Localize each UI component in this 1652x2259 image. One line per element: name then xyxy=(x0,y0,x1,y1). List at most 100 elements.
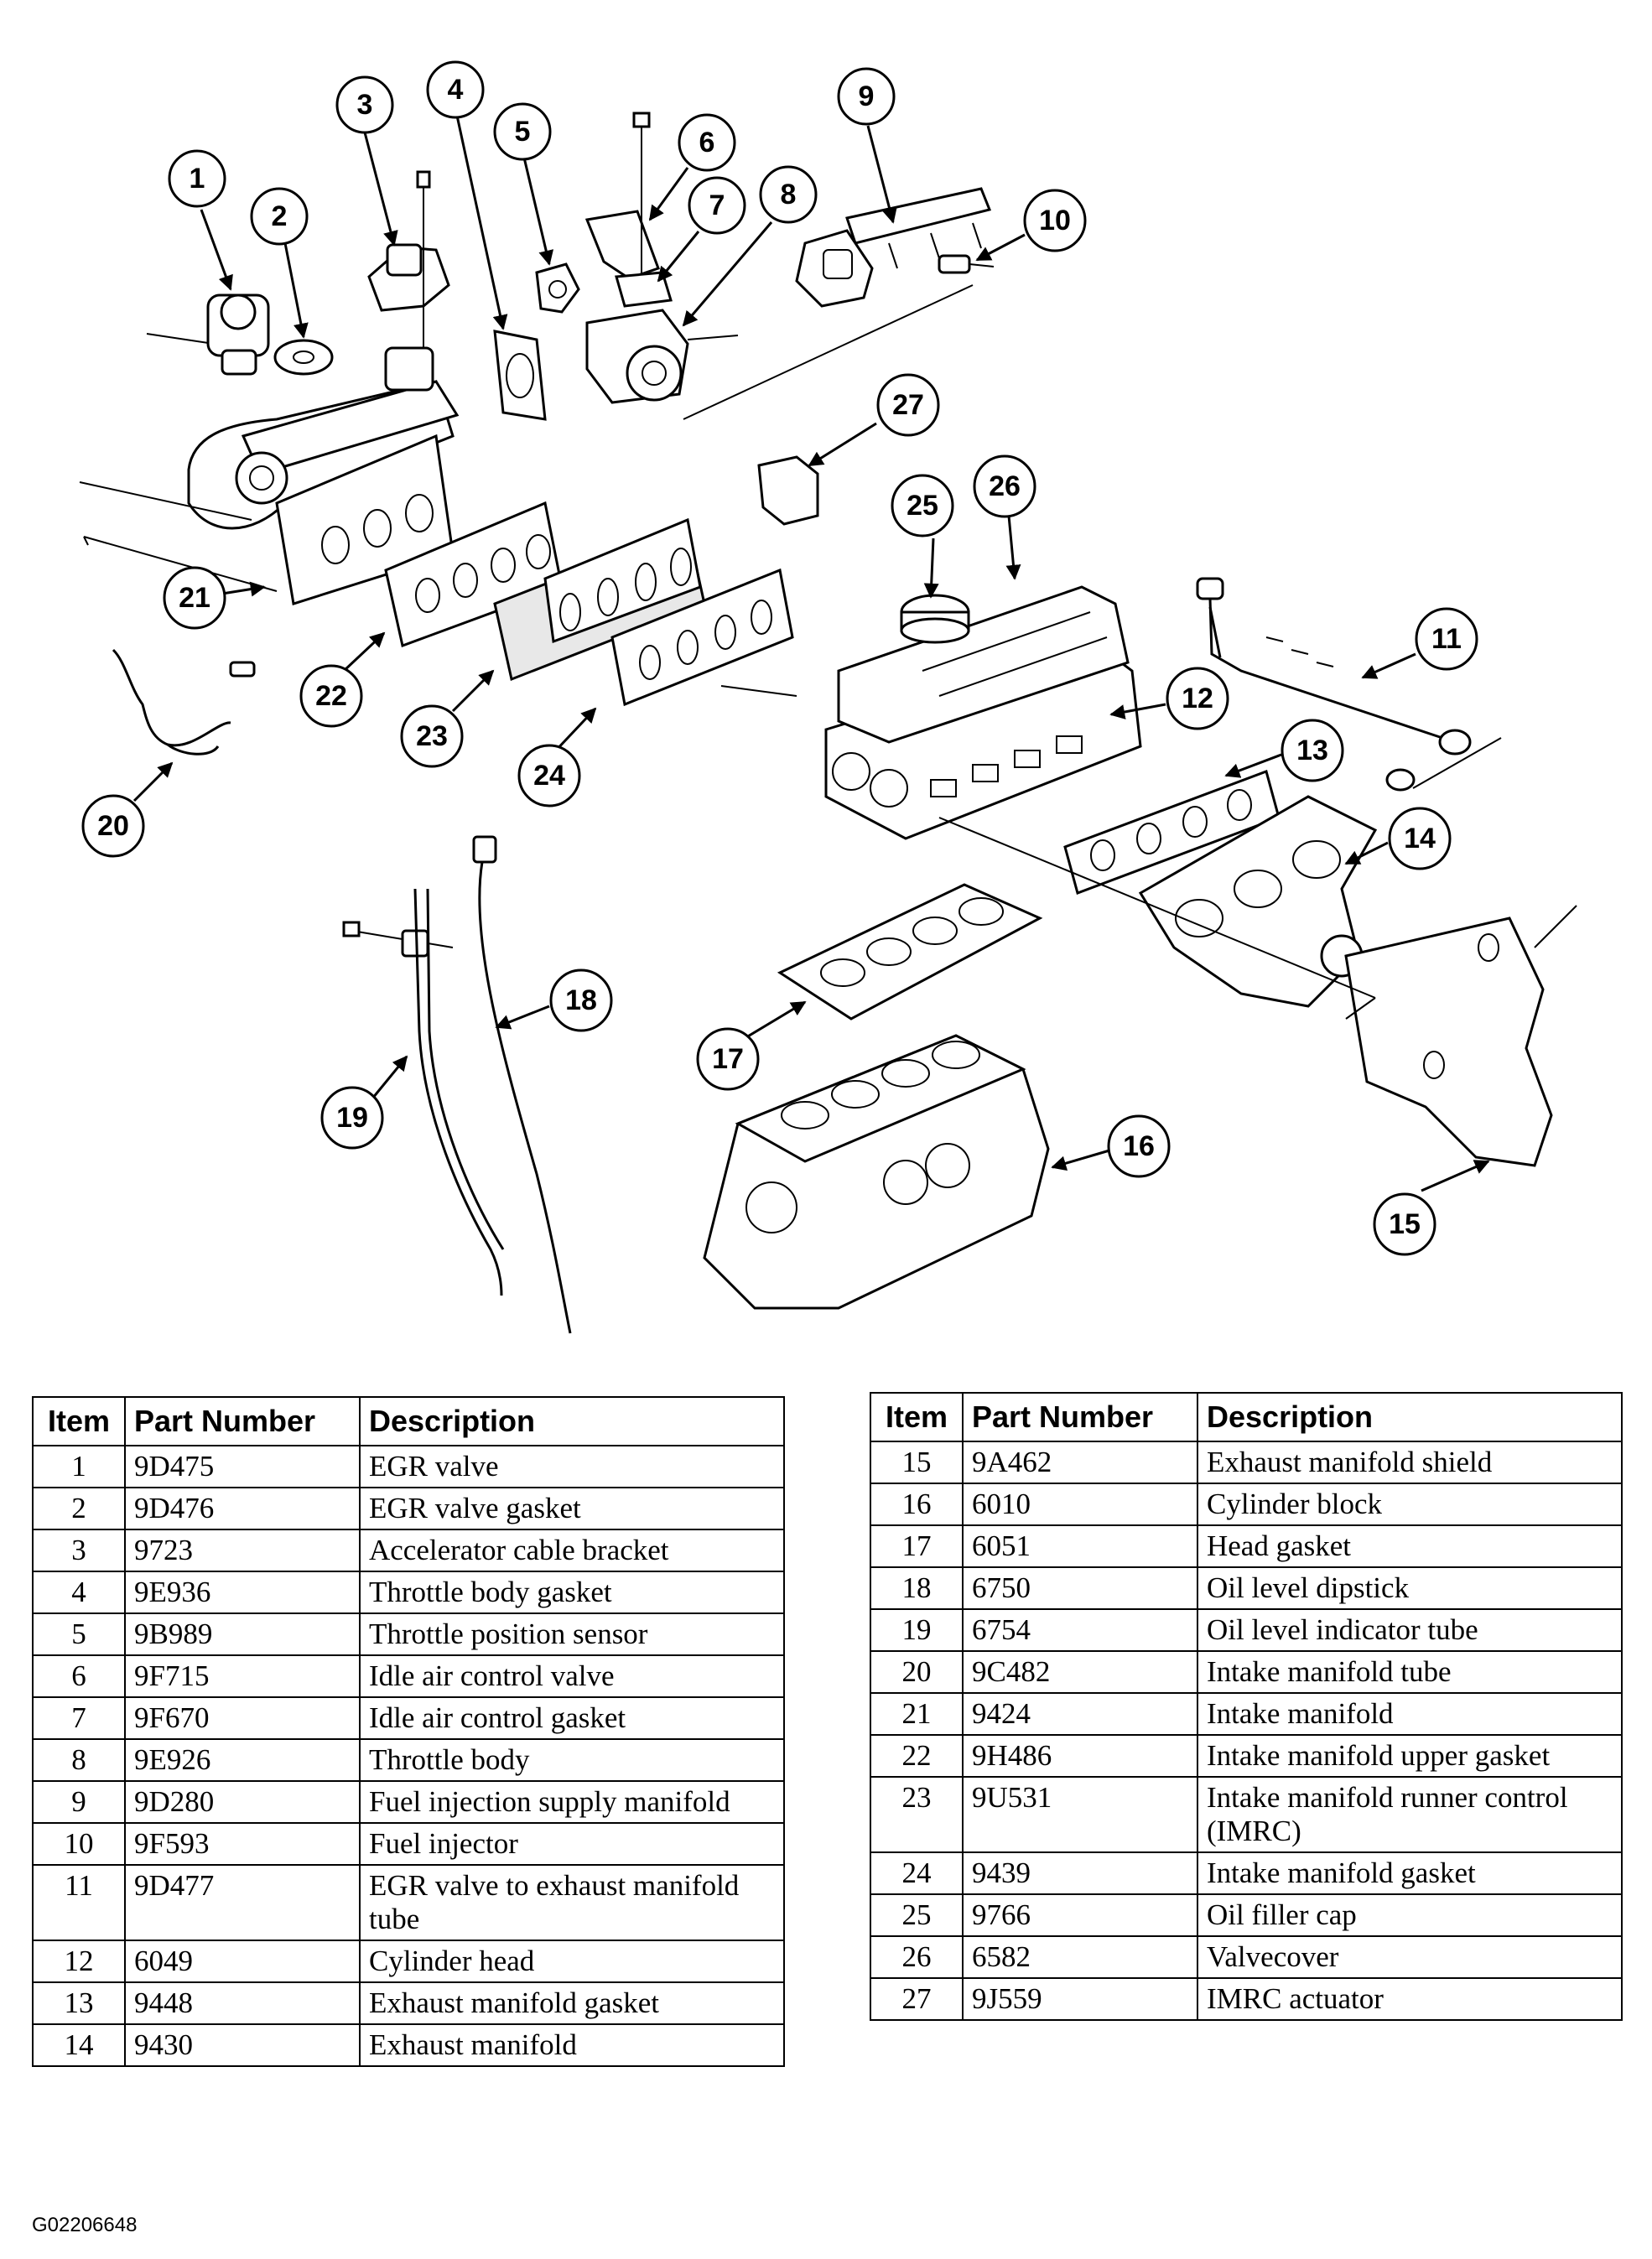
callout-11: 11 xyxy=(1415,607,1478,671)
part-valve-cover xyxy=(837,585,1130,744)
svg-text:23: 23 xyxy=(416,720,448,752)
callout-27: 27 xyxy=(876,373,940,437)
part-accelerator-cable-bracket xyxy=(367,170,450,386)
svg-text:13: 13 xyxy=(1296,735,1328,766)
part-intake-manifold xyxy=(187,346,460,605)
part-intake-manifold-gasket xyxy=(610,568,797,707)
callout-22: 22 xyxy=(299,664,363,728)
figure-code: G02206648 xyxy=(32,2214,138,2236)
callout-16: 16 xyxy=(1107,1114,1171,1178)
callout-15: 15 xyxy=(1373,1192,1436,1256)
svg-text:26: 26 xyxy=(989,470,1021,502)
svg-text:2: 2 xyxy=(272,200,288,232)
callout-4: 4 xyxy=(426,60,485,119)
svg-text:18: 18 xyxy=(565,984,597,1016)
callout-13: 13 xyxy=(1281,719,1344,782)
callout-9: 9 xyxy=(837,67,896,126)
callout-10: 10 xyxy=(1023,189,1087,252)
svg-text:11: 11 xyxy=(1431,623,1462,655)
callout-5: 5 xyxy=(493,102,552,161)
part-intake-manifold-tube xyxy=(112,648,256,756)
part-fuel-injection-supply-manifold xyxy=(795,187,992,308)
svg-text:7: 7 xyxy=(709,190,725,221)
part-oil-level-dipstick xyxy=(472,835,572,1334)
svg-text:20: 20 xyxy=(97,810,129,842)
svg-text:21: 21 xyxy=(179,582,210,614)
svg-text:25: 25 xyxy=(907,490,938,522)
part-oil-filler-cap xyxy=(900,594,970,644)
svg-text:15: 15 xyxy=(1389,1208,1421,1240)
part-throttle-body xyxy=(585,309,739,404)
part-egr-valve-gasket xyxy=(273,339,334,376)
exploded-engine-diagram: 1 2 3 4 5 6 7 8 9 10 11 12 13 14 15 16 1… xyxy=(79,60,1577,1334)
callout-23: 23 xyxy=(400,704,464,768)
svg-text:10: 10 xyxy=(1039,205,1071,236)
callout-26: 26 xyxy=(973,454,1036,518)
table-header-row: Item Part Number Description xyxy=(32,1396,785,1446)
header-part-number: Part Number xyxy=(124,1396,361,1446)
callout-25: 25 xyxy=(891,474,954,537)
part-exhaust-manifold-shield xyxy=(1344,905,1577,1167)
callout-19: 19 xyxy=(320,1086,384,1150)
svg-text:14: 14 xyxy=(1404,823,1436,854)
part-idle-air-control-valve xyxy=(584,112,660,280)
part-oil-level-indicator-tube xyxy=(342,888,505,1296)
part-egr-valve xyxy=(146,293,270,376)
part-imrc-actuator xyxy=(757,455,819,526)
svg-text:1: 1 xyxy=(190,163,205,195)
header-item: Item xyxy=(32,1396,126,1446)
part-cylinder-block xyxy=(703,1034,1050,1310)
svg-text:6: 6 xyxy=(699,127,715,158)
part-fuel-injector xyxy=(938,254,995,274)
callout-20: 20 xyxy=(81,794,145,858)
svg-text:19: 19 xyxy=(336,1102,368,1134)
callout-17: 17 xyxy=(696,1027,760,1091)
callout-14: 14 xyxy=(1388,807,1452,870)
part-throttle-position-sensor xyxy=(535,262,580,314)
svg-text:4: 4 xyxy=(448,74,464,106)
header-description: Description xyxy=(359,1396,785,1446)
callout-21: 21 xyxy=(163,566,226,630)
callout-2: 2 xyxy=(250,187,309,246)
svg-text:3: 3 xyxy=(357,89,373,121)
part-throttle-body-gasket xyxy=(493,330,547,421)
callout-6: 6 xyxy=(678,113,736,172)
svg-text:17: 17 xyxy=(712,1043,744,1075)
callout-12: 12 xyxy=(1166,667,1229,730)
part-idle-air-control-gasket xyxy=(615,271,673,308)
svg-text:5: 5 xyxy=(515,116,531,148)
callout-18: 18 xyxy=(549,969,613,1032)
callout-1: 1 xyxy=(168,149,226,208)
table-header-row: Item Part Number Description xyxy=(870,1392,1623,1442)
callout-leaders xyxy=(132,115,1490,1192)
svg-text:16: 16 xyxy=(1123,1130,1155,1162)
svg-text:8: 8 xyxy=(781,179,797,210)
header-part-number: Part Number xyxy=(962,1392,1198,1442)
assembly-reference-lines xyxy=(79,284,1502,1020)
